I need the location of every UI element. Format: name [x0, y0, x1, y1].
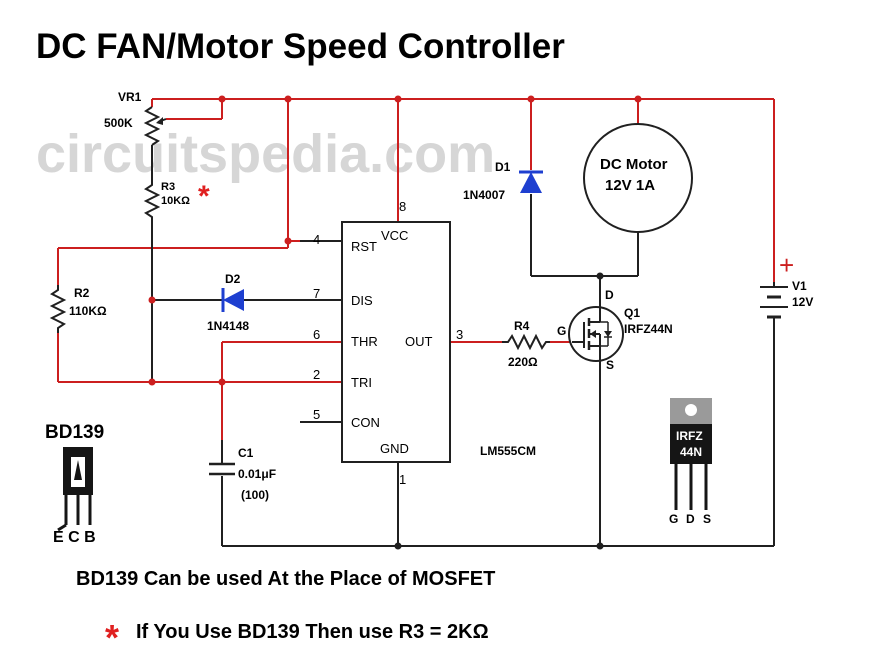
note-line-2: If You Use BD139 Then use R3 = 2KΩ — [136, 621, 489, 643]
ic-pin-1-label: GND — [380, 441, 409, 456]
q1-pin-g: G — [557, 324, 566, 338]
r2-resistor: R2 110KΩ — [49, 285, 107, 333]
note-line-1: BD139 Can be used At the Place of MOSFET — [76, 568, 495, 590]
r3-resistor: R3 10KΩ * — [143, 180, 210, 222]
ic-pin-8-number: 8 — [399, 199, 406, 214]
c1-code: (100) — [241, 488, 269, 502]
c1-ref: C1 — [238, 446, 254, 460]
r4-ref: R4 — [514, 319, 530, 333]
junction-dots — [148, 95, 642, 550]
ic-pin-6-number: 6 — [313, 327, 320, 342]
r2-value: 110KΩ — [69, 304, 107, 318]
vr1-ref: VR1 — [118, 90, 142, 104]
ic-pin-7-number: 7 — [313, 286, 320, 301]
r4-resistor: R4 220Ω — [502, 319, 550, 369]
irfz44n-package: IRFZ 44N G D S — [669, 398, 712, 526]
q1-ref: Q1 — [624, 306, 640, 320]
d2-diode: D2 1N4148 — [198, 272, 249, 333]
motor-label-line2: 12V 1A — [605, 177, 655, 194]
watermark: circuitspedia.com — [36, 124, 495, 184]
ic-pin-4-label: RST — [351, 239, 377, 254]
v1-ref: V1 — [792, 279, 807, 293]
irfz-label-line2: 44N — [680, 445, 702, 459]
ic-pin-5-label: CON — [351, 415, 380, 430]
ic-pin-3-number: 3 — [456, 327, 463, 342]
ic-pin-8-label: VCC — [381, 228, 408, 243]
d1-ref: D1 — [495, 160, 511, 174]
supply-wires — [57, 98, 775, 440]
ic-pin-2-label: TRI — [351, 375, 372, 390]
irfz-pin-g: G — [669, 512, 678, 526]
d1-value: 1N4007 — [463, 188, 505, 202]
r3-value: 10KΩ — [161, 195, 190, 207]
q1-pin-d: D — [605, 288, 614, 302]
motor-label-line1: DC Motor — [600, 156, 668, 173]
page-title: DC FAN/Motor Speed Controller — [36, 27, 565, 66]
v1-value: 12V — [792, 295, 813, 309]
ic-pin-6-label: THR — [351, 334, 378, 349]
ic-pin-3-label: OUT — [405, 334, 433, 349]
c1-value: 0.01μF — [238, 467, 276, 481]
bd139-package: BD139 E C B — [45, 422, 104, 546]
d2-value: 1N4148 — [207, 319, 249, 333]
ic-part-name: LM555CM — [480, 444, 536, 458]
signal-wires — [151, 194, 775, 547]
q1-mosfet: D G S Q1 IRFZ44N — [557, 288, 673, 372]
q1-pin-s: S — [606, 358, 614, 372]
ic-pin-7-label: DIS — [351, 293, 373, 308]
d1-diode: D1 1N4007 — [463, 160, 543, 202]
ic-pin-5-number: 5 — [313, 407, 320, 422]
r4-value: 220Ω — [508, 355, 538, 369]
dc-motor: DC Motor 12V 1A — [583, 123, 693, 233]
ic-pin-2-number: 2 — [313, 367, 320, 382]
r2-ref: R2 — [74, 286, 90, 300]
r3-ref: R3 — [161, 181, 175, 193]
ic-pin-4-number: 4 — [313, 232, 320, 247]
ic-pin-1-number: 1 — [399, 472, 406, 487]
note-asterisk-icon: * — [105, 617, 119, 658]
irfz-pin-s: S — [703, 512, 711, 526]
bd139-title: BD139 — [45, 422, 104, 443]
vr1-potentiometer: VR1 500K — [104, 90, 167, 180]
irfz-pin-d: D — [686, 512, 695, 526]
irfz-label-line1: IRFZ — [676, 429, 703, 443]
ic-555: 8 VCC 4 RST 7 DIS 6 THR 2 TRI 5 CON 3 OU… — [313, 199, 536, 487]
d2-ref: D2 — [225, 272, 241, 286]
v1-battery: + V1 12V — [760, 250, 813, 319]
asterisk-red-icon: * — [198, 180, 210, 213]
q1-value: IRFZ44N — [624, 322, 673, 336]
vr1-value: 500K — [104, 116, 133, 130]
c1-capacitor: C1 0.01μF (100) — [209, 440, 276, 502]
bd139-pins: E C B — [53, 529, 96, 546]
v1-plus-sign: + — [779, 250, 794, 280]
